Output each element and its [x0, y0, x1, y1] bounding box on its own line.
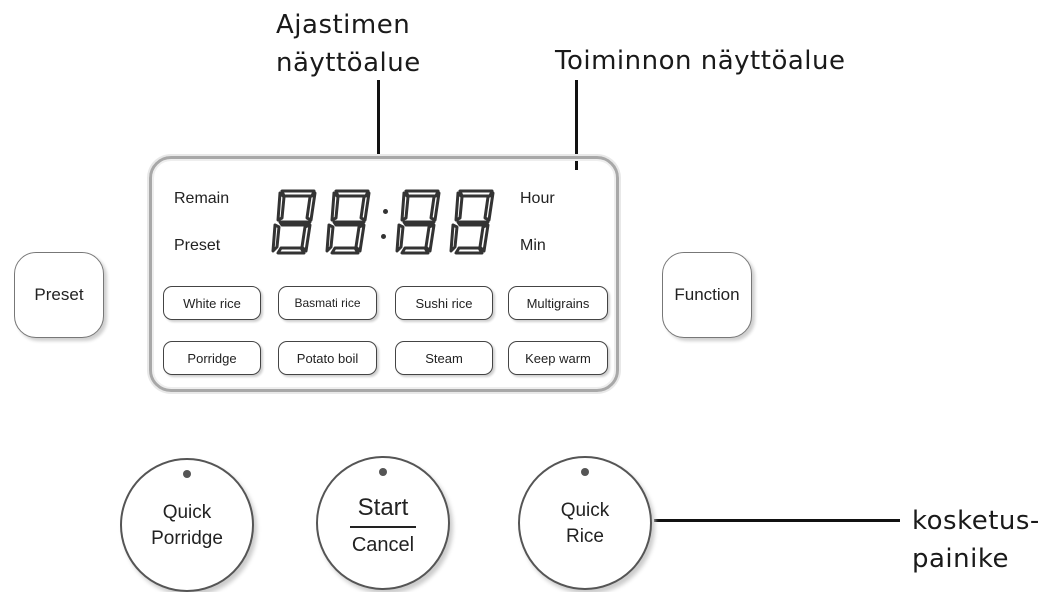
function-button[interactable]: Function	[662, 252, 752, 338]
timer-colon-top	[383, 209, 388, 214]
min-label: Min	[520, 237, 546, 254]
timer-display-callout: Ajastimen näyttöalue	[276, 6, 421, 82]
mode-basmati-rice[interactable]: Basmati rice	[278, 286, 377, 320]
quick-porridge-line2: Porridge	[151, 528, 223, 549]
start-cancel-led	[379, 468, 387, 476]
quick-rice-button[interactable]: Quick Rice	[518, 456, 652, 590]
timer-digit-1	[271, 189, 317, 255]
touch-callout-leader	[654, 519, 900, 522]
touch-button-callout: kosketus- painike	[912, 502, 1040, 578]
hour-label: Hour	[520, 190, 555, 207]
display-panel: Remain Preset Hour Min	[149, 156, 619, 392]
timer-callout-line1: Ajastimen	[276, 10, 411, 40]
function-display-callout: Toiminnon näyttöalue	[555, 46, 846, 76]
quick-porridge-led	[183, 470, 191, 478]
timer-callout-line2: näyttöalue	[276, 48, 421, 78]
timer-digit-4	[449, 189, 495, 255]
timer-digit-3	[395, 189, 441, 255]
mode-multigrains[interactable]: Multigrains	[508, 286, 608, 320]
cancel-label: Cancel	[351, 534, 415, 556]
timer-digit-2	[325, 189, 371, 255]
quick-porridge-line1: Quick	[162, 502, 212, 523]
touch-callout-line2: painike	[912, 544, 1009, 574]
timer-callout-leader	[377, 80, 380, 156]
mode-porridge[interactable]: Porridge	[163, 341, 261, 375]
mode-potato-boil[interactable]: Potato boil	[278, 341, 377, 375]
start-cancel-button[interactable]: Start Cancel	[316, 456, 450, 590]
quick-rice-line1: Quick	[560, 500, 610, 521]
remain-label: Remain	[174, 190, 230, 207]
quick-rice-led	[581, 468, 589, 476]
mode-keep-warm[interactable]: Keep warm	[508, 341, 608, 375]
preset-indicator-label: Preset	[174, 237, 221, 254]
function-callout-leader	[575, 80, 578, 170]
mode-white-rice[interactable]: White rice	[163, 286, 261, 320]
mode-sushi-rice[interactable]: Sushi rice	[395, 286, 493, 320]
preset-button[interactable]: Preset	[14, 252, 104, 338]
start-label: Start	[357, 494, 409, 521]
quick-porridge-button[interactable]: Quick Porridge	[120, 458, 254, 592]
mode-steam[interactable]: Steam	[395, 341, 493, 375]
start-cancel-divider	[350, 526, 416, 528]
quick-rice-line2: Rice	[565, 526, 604, 547]
touch-callout-line1: kosketus-	[912, 506, 1040, 536]
timer-colon-bottom	[381, 234, 386, 239]
